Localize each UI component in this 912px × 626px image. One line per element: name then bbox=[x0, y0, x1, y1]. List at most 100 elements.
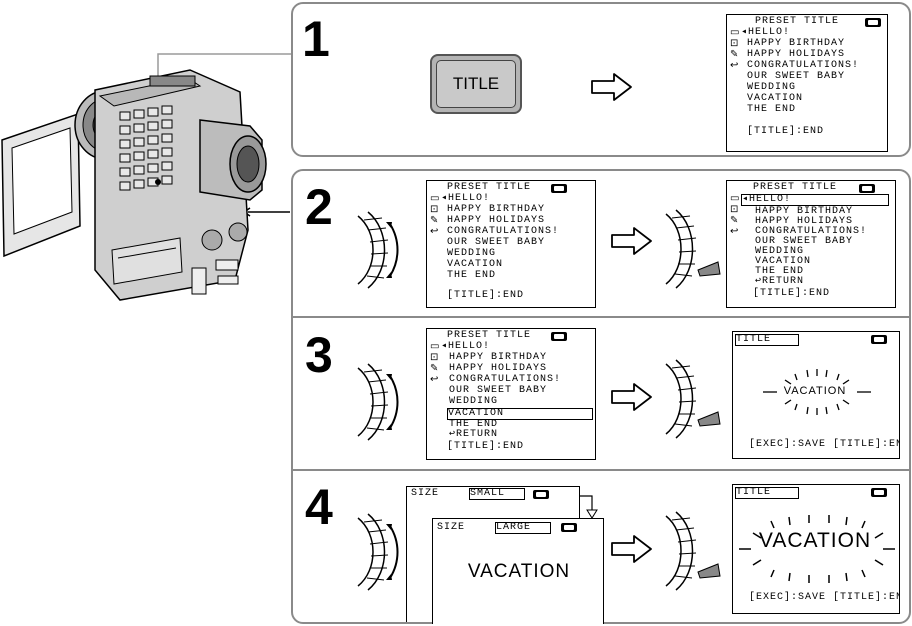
menu-item: WEDDING bbox=[755, 246, 805, 257]
cassette-icon bbox=[551, 332, 567, 341]
preset-title-menu-screen: PRESET TITLE ▭ ◂HELLO! ⊡ HAPPY BIRTHDAY … bbox=[726, 14, 888, 152]
title-footer: [EXEC]:SAVE [TITLE]:END bbox=[749, 592, 900, 603]
folder-icon: ▭ bbox=[430, 341, 441, 352]
menu-item: HAPPY BIRTHDAY bbox=[447, 204, 546, 215]
menu-item: VACATION bbox=[747, 93, 804, 104]
menu-item: OUR SWEET BABY bbox=[755, 236, 854, 247]
preset-title-menu-screen: PRESET TITLE ▭ ◂HELLO! ⊡ HAPPY BIRTHDAY … bbox=[726, 180, 896, 308]
control-dial-icon bbox=[665, 359, 721, 439]
step-number: 2 bbox=[305, 179, 333, 235]
size-large-screen: SIZE LARGE VACATION bbox=[432, 518, 604, 624]
step-number: 1 bbox=[302, 11, 330, 67]
menu-item: VACATION bbox=[755, 256, 812, 267]
text-icon: ⊡ bbox=[430, 352, 440, 363]
hollow-right-arrow-icon bbox=[611, 227, 652, 255]
divider bbox=[293, 316, 909, 318]
pen-icon: ✎ bbox=[730, 49, 740, 60]
title-button[interactable]: TITLE bbox=[430, 54, 522, 114]
title-tag: TITLE bbox=[735, 487, 799, 499]
pen-icon: ✎ bbox=[730, 215, 740, 226]
menu-header: PRESET TITLE bbox=[755, 16, 840, 27]
cassette-icon bbox=[871, 335, 887, 344]
menu-item: ◂HELLO! bbox=[741, 27, 791, 38]
menu-footer: [TITLE]:END bbox=[747, 126, 825, 137]
preset-title-menu-screen: PRESET TITLE ▭ ◂HELLO! ⊡ HAPPY BIRTHDAY … bbox=[426, 328, 596, 460]
size-preview-word: VACATION bbox=[467, 561, 571, 582]
title-preview-screen: TITLE VACATION [EXEC]:SAVE [TITLE]:END bbox=[732, 484, 900, 614]
text-icon: ⊡ bbox=[730, 204, 740, 215]
menu-item: ◂HELLO! bbox=[441, 341, 491, 352]
size-value: SMALL bbox=[469, 488, 525, 500]
divider bbox=[293, 469, 909, 471]
folder-icon: ▭ bbox=[730, 27, 741, 38]
menu-item: CONGRATULATIONS! bbox=[747, 60, 860, 71]
menu-item: HAPPY HOLIDAYS bbox=[747, 49, 846, 60]
menu-item: HAPPY HOLIDAYS bbox=[755, 216, 854, 227]
menu-item: HAPPY BIRTHDAY bbox=[449, 352, 548, 363]
menu-item: THE END bbox=[449, 419, 499, 430]
step-number: 4 bbox=[305, 479, 333, 535]
hollow-right-arrow-icon bbox=[611, 535, 652, 563]
size-value: LARGE bbox=[495, 522, 551, 534]
menu-item-selected: VACATION bbox=[447, 408, 593, 420]
hollow-right-arrow-icon bbox=[591, 73, 632, 101]
camcorder-illustration bbox=[1, 53, 292, 301]
return-arrow-icon: ↩ bbox=[430, 226, 440, 237]
menu-footer: [TITLE]:END bbox=[447, 290, 525, 301]
menu-item-selected: ◂HELLO! bbox=[741, 194, 889, 206]
control-dial-icon bbox=[357, 513, 399, 591]
menu-item: HAPPY BIRTHDAY bbox=[747, 38, 846, 49]
menu-item: ◂HELLO! bbox=[441, 193, 491, 204]
menu-item: HAPPY HOLIDAYS bbox=[447, 215, 546, 226]
title-preview-screen: TITLE VACATION [EXEC]:SAVE [TITLE]:END bbox=[732, 331, 900, 459]
text-icon: ⊡ bbox=[430, 204, 440, 215]
menu-footer: [TITLE]:END bbox=[447, 441, 525, 452]
menu-item: OUR SWEET BABY bbox=[747, 71, 846, 82]
connector-arrow bbox=[580, 495, 598, 519]
pen-icon: ✎ bbox=[430, 363, 440, 374]
flashing-rays-icon bbox=[763, 369, 871, 415]
title-word: VACATION bbox=[758, 529, 872, 552]
control-dial-icon bbox=[665, 209, 721, 289]
menu-item: OUR SWEET BABY bbox=[447, 237, 546, 248]
cassette-icon bbox=[551, 184, 567, 193]
size-label: SIZE bbox=[437, 522, 466, 533]
flashing-rays-icon bbox=[739, 515, 895, 583]
menu-item: VACATION bbox=[447, 259, 504, 270]
folder-icon: ▭ bbox=[430, 193, 441, 204]
control-dial-icon bbox=[357, 211, 399, 289]
menu-header: PRESET TITLE bbox=[753, 182, 838, 193]
menu-item: CONGRATULATIONS! bbox=[449, 374, 562, 385]
menu-item: HAPPY BIRTHDAY bbox=[755, 206, 854, 217]
menu-item: WEDDING bbox=[447, 248, 497, 259]
cassette-icon bbox=[871, 488, 887, 497]
text-icon: ⊡ bbox=[730, 38, 740, 49]
title-footer: [EXEC]:SAVE [TITLE]:END bbox=[749, 439, 900, 450]
return-arrow-icon: ↩ bbox=[430, 374, 440, 385]
step-number: 3 bbox=[305, 327, 333, 383]
menu-return: ↩RETURN bbox=[755, 276, 805, 287]
hollow-right-arrow-icon bbox=[611, 383, 652, 411]
menu-item: CONGRATULATIONS! bbox=[755, 226, 868, 237]
control-dial-icon bbox=[665, 511, 721, 591]
menu-item: WEDDING bbox=[449, 396, 499, 407]
menu-header: PRESET TITLE bbox=[447, 182, 532, 193]
title-word: VACATION bbox=[783, 385, 847, 397]
menu-item: CONGRATULATIONS! bbox=[447, 226, 560, 237]
control-dial-icon bbox=[357, 363, 399, 441]
cassette-icon bbox=[533, 490, 549, 499]
menu-item: WEDDING bbox=[747, 82, 797, 93]
menu-item: THE END bbox=[447, 270, 497, 281]
menu-footer: [TITLE]:END bbox=[753, 288, 831, 299]
menu-item: HAPPY HOLIDAYS bbox=[449, 363, 548, 374]
return-arrow-icon: ↩ bbox=[730, 60, 740, 71]
return-arrow-icon: ↩ bbox=[730, 226, 740, 237]
size-label: SIZE bbox=[411, 488, 440, 499]
menu-item: THE END bbox=[755, 266, 805, 277]
pen-icon: ✎ bbox=[430, 215, 440, 226]
menu-item: THE END bbox=[747, 104, 797, 115]
menu-header: PRESET TITLE bbox=[447, 330, 532, 341]
cassette-icon bbox=[859, 184, 875, 193]
menu-return: ↩RETURN bbox=[449, 429, 499, 440]
folder-icon: ▭ bbox=[730, 193, 741, 204]
